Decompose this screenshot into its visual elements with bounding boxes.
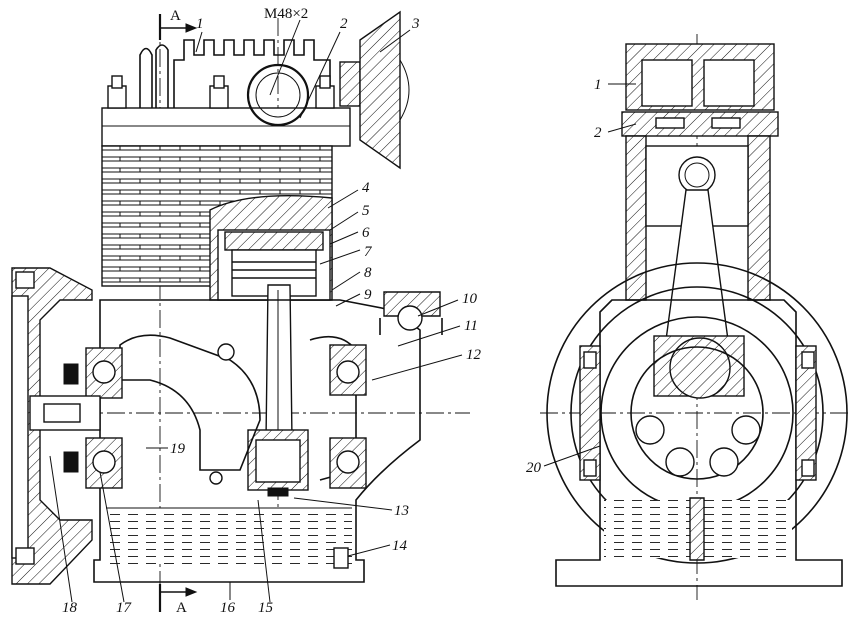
label-left-18: 18 <box>62 600 78 616</box>
left-section-view: A A <box>11 6 482 616</box>
label-right-1: 1 <box>594 77 602 93</box>
section-mark-bottom: A <box>158 584 198 616</box>
head-plate <box>101 107 351 147</box>
label-left-10: 10 <box>462 291 478 307</box>
cylinder-barrel <box>101 145 333 301</box>
section-mark-top: A <box>158 8 198 40</box>
right-outer-circle <box>546 262 848 564</box>
left-leader-lines <box>49 19 463 603</box>
piston-crown <box>224 231 324 251</box>
oil-sump <box>106 508 352 564</box>
label-left-19: 19 <box>170 441 186 457</box>
label-left-13: 13 <box>394 503 409 519</box>
label-left-5: 5 <box>362 203 370 219</box>
label-left-11: 11 <box>464 318 478 334</box>
crankcase <box>63 299 421 583</box>
cylinder-head <box>101 39 351 147</box>
drive-pulley <box>11 267 101 585</box>
breather <box>379 291 443 335</box>
label-left-2: 2 <box>340 16 348 32</box>
label-left-15: 15 <box>258 600 274 616</box>
connecting-rod <box>247 284 309 497</box>
right-bearing-top <box>329 344 367 396</box>
label-left-9: 9 <box>364 287 372 303</box>
section-mark-bottom-label: A <box>176 600 187 616</box>
right-valve-plate <box>621 111 779 137</box>
label-left-4: 4 <box>362 180 370 196</box>
label-right-20: 20 <box>526 460 542 476</box>
label-left-1: 1 <box>196 16 204 32</box>
section-mark-top-label: A <box>170 8 181 24</box>
thread-label: M48×2 <box>264 6 308 22</box>
label-right-2: 2 <box>594 125 602 141</box>
label-left-8: 8 <box>364 265 372 281</box>
top-fan-disc <box>339 10 410 170</box>
thread-port <box>246 63 310 127</box>
right-section-view: 1 2 20 <box>526 34 852 600</box>
label-left-16: 16 <box>220 600 236 616</box>
label-left-3: 3 <box>411 16 420 32</box>
label-left-14: 14 <box>392 538 408 554</box>
head-bolts <box>107 75 335 109</box>
label-left-12: 12 <box>466 347 482 363</box>
right-bearing-bottom <box>329 437 367 489</box>
label-left-7: 7 <box>364 244 373 260</box>
label-left-6: 6 <box>362 225 370 241</box>
label-left-17: 17 <box>116 600 133 616</box>
